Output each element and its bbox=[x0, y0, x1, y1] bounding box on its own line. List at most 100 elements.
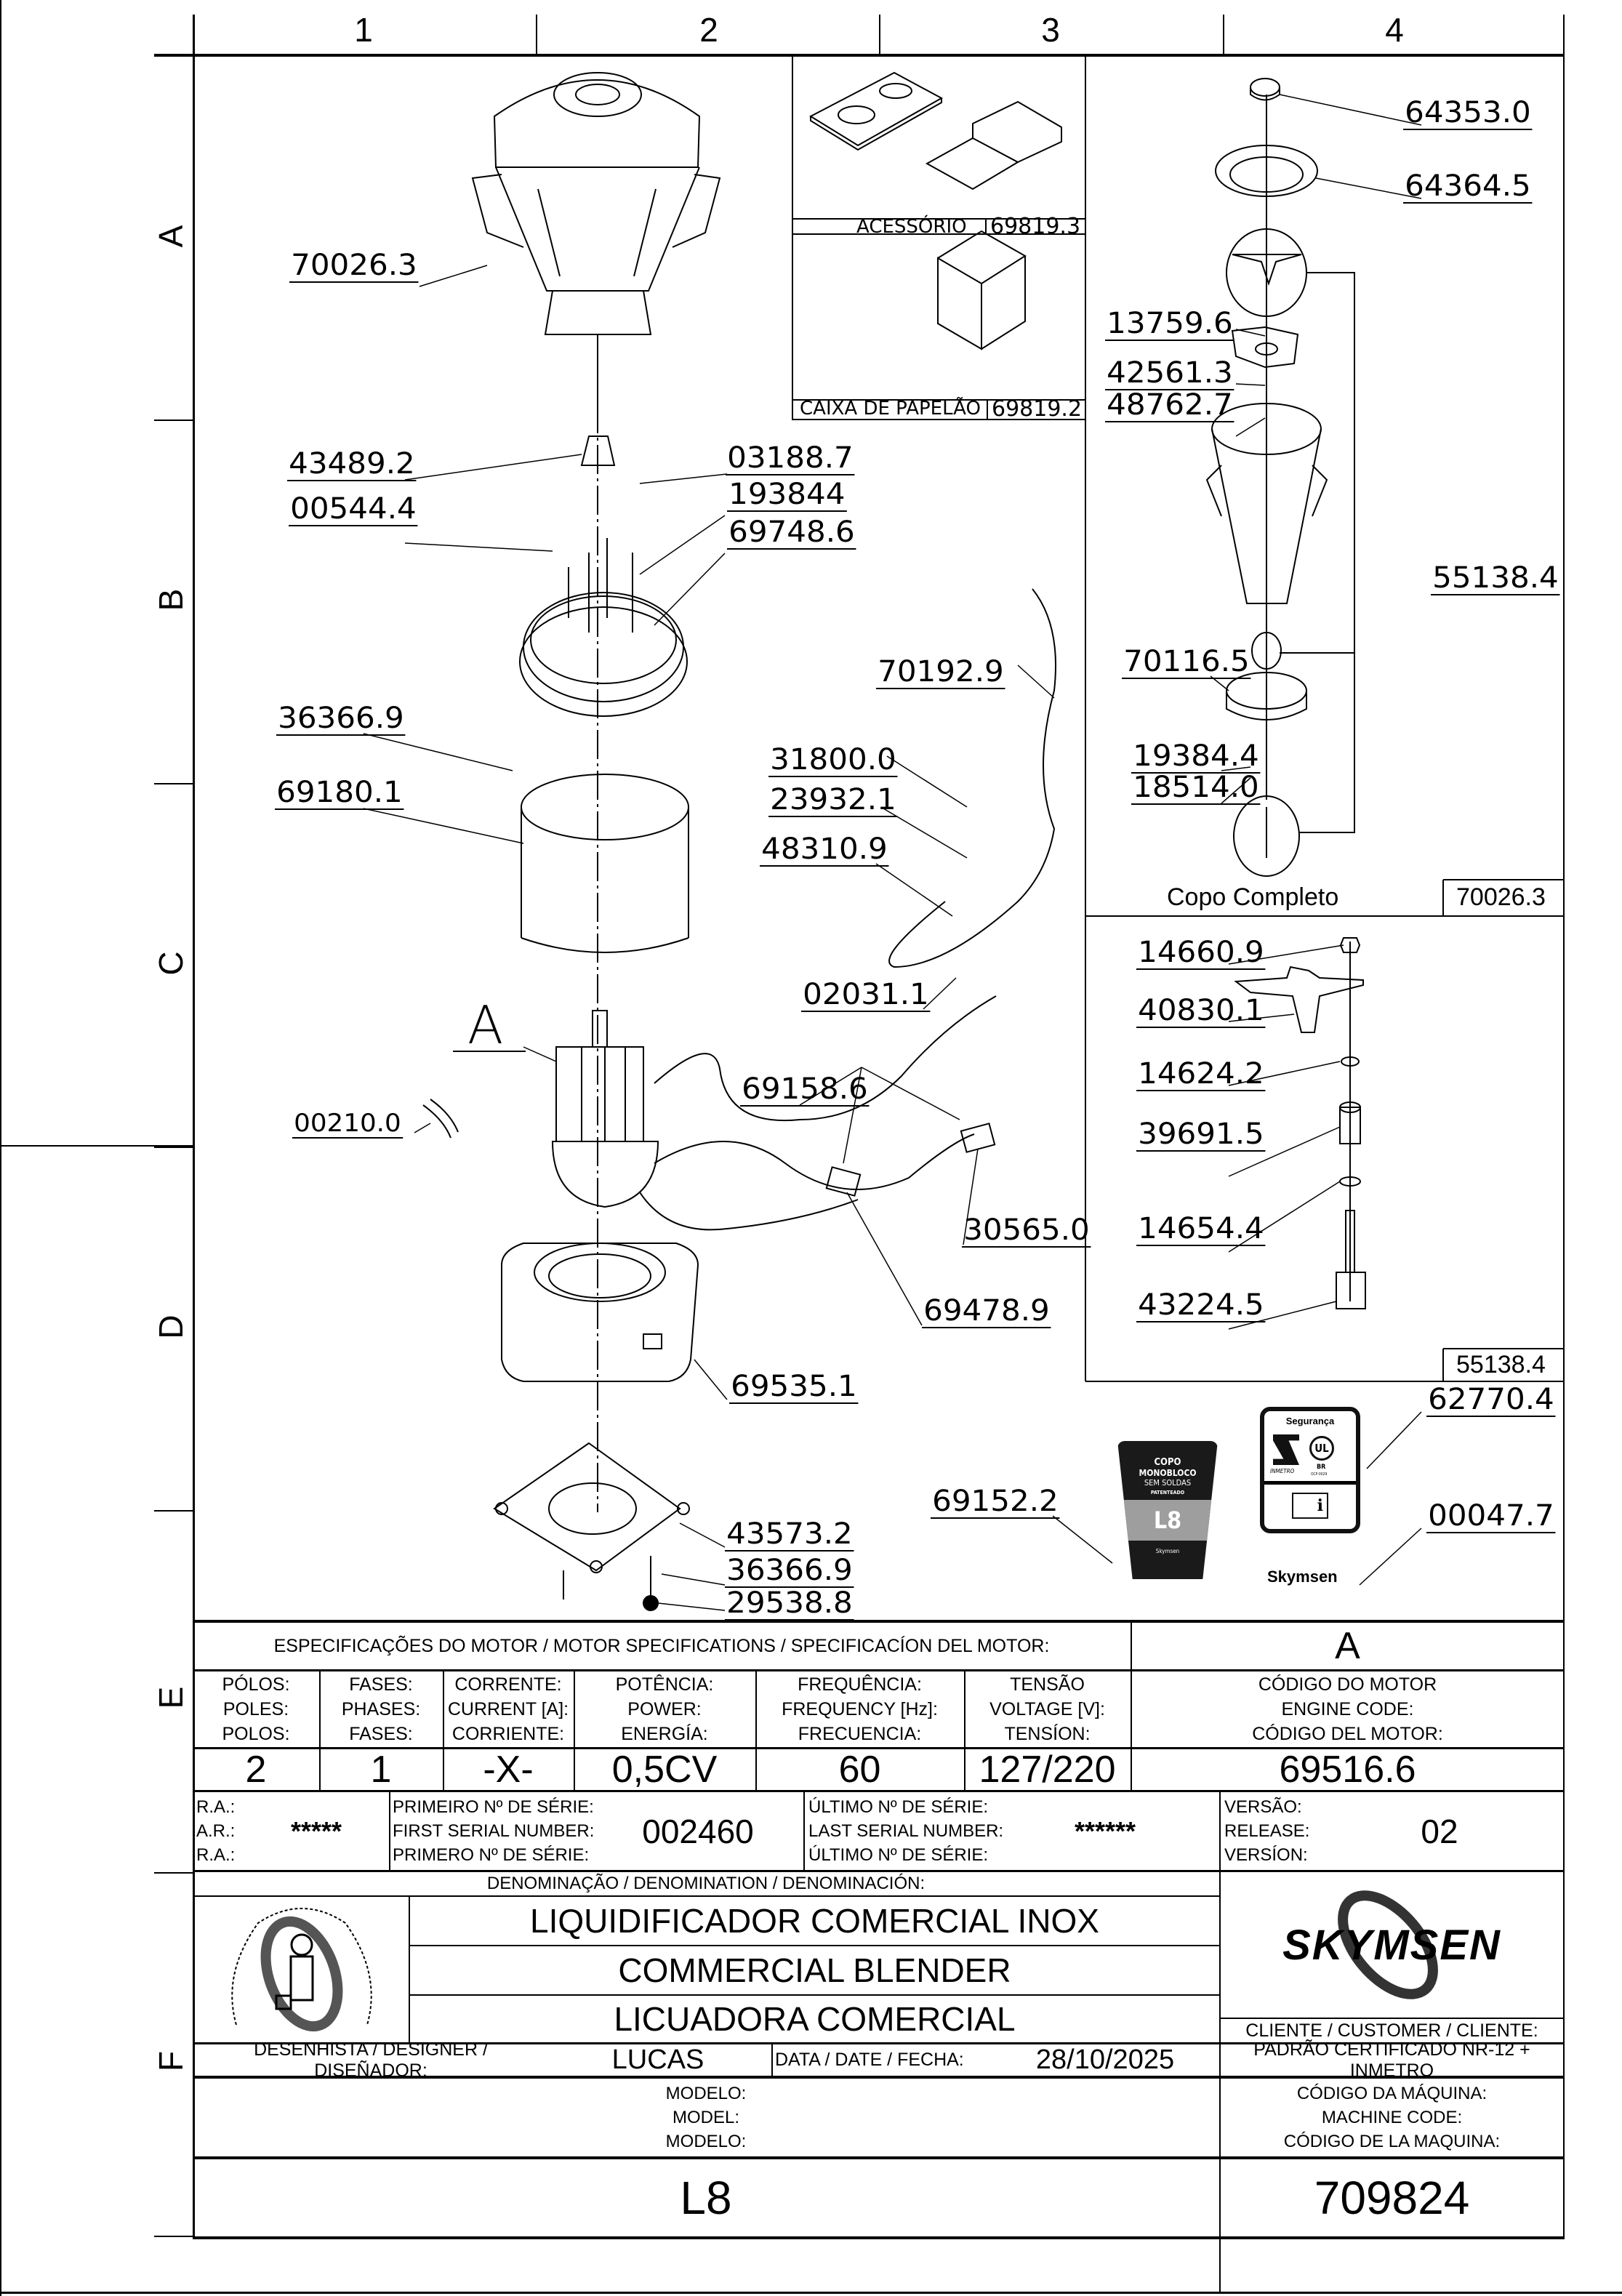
part-number-label: 48762.7 bbox=[1105, 390, 1234, 422]
ra-value: ***** bbox=[290, 1815, 342, 1846]
customer-value: PADRÃO CERTIFICADO NR-12 + INMETRO bbox=[1253, 2039, 1530, 2081]
part-number-label: 14660.9 bbox=[1136, 938, 1266, 970]
part-number-label: 30565.0 bbox=[962, 1216, 1091, 1248]
sheet-bottom-border bbox=[0, 2292, 1622, 2294]
part-number-label: 48310.9 bbox=[760, 835, 889, 867]
spec-value-power: 0,5CV bbox=[611, 1749, 718, 1791]
part-number-label: 18514.0 bbox=[1131, 773, 1261, 805]
denomination-title: DENOMINAÇÃO / DENOMINATION / DENOMINACIÓ… bbox=[486, 1874, 926, 1893]
jar-drawing bbox=[471, 72, 721, 335]
model-value: L8 bbox=[680, 2172, 732, 2224]
col-divider bbox=[1223, 15, 1224, 55]
tb-hline bbox=[193, 1747, 1565, 1749]
part-number-label: 69180.1 bbox=[275, 778, 404, 810]
part-number-label: 00544.4 bbox=[289, 494, 418, 526]
tb-vline bbox=[964, 1671, 965, 1790]
spec-value-frequency: 60 bbox=[838, 1749, 881, 1791]
inmetro-text: INMETRO bbox=[1270, 1468, 1295, 1474]
cup-label-line: Skymsen bbox=[1155, 1548, 1180, 1554]
safety-label-artwork: Segurança INMETRO UL BR OCP-0029 i bbox=[1260, 1407, 1360, 1533]
part-number-label: 23932.1 bbox=[768, 785, 898, 817]
base-drawing bbox=[501, 1243, 699, 1382]
ul-icon: UL bbox=[1309, 1436, 1334, 1461]
tb-vline bbox=[389, 1792, 390, 1870]
model-labels: MODELO:MODEL:MODELO: bbox=[665, 2084, 747, 2151]
wire-drawing bbox=[654, 995, 997, 1122]
part-number-label: 62770.4 bbox=[1426, 1385, 1556, 1417]
wire-drawing bbox=[639, 1192, 859, 1231]
cup-label-line: SEM SOLDAS bbox=[1144, 1478, 1192, 1488]
last-serial-value: ****** bbox=[1074, 1815, 1136, 1846]
part-number-label: 02031.1 bbox=[801, 980, 931, 1012]
power-cord-drawing bbox=[888, 588, 1056, 968]
part-number-label: 64353.0 bbox=[1403, 98, 1533, 130]
part-number-label: 29538.8 bbox=[725, 1589, 854, 1621]
denomination-en: COMMERCIAL BLENDER bbox=[618, 1951, 1011, 1989]
title-block-bottom bbox=[193, 2236, 1565, 2239]
tb-hline bbox=[193, 1895, 1219, 1897]
part-number-label: 39691.5 bbox=[1136, 1120, 1266, 1152]
tb-vline bbox=[574, 1671, 575, 1790]
part-number-label: 00047.7 bbox=[1426, 1501, 1556, 1533]
blade-detail-panel bbox=[1234, 937, 1366, 1309]
part-number-label: 43573.2 bbox=[725, 1520, 854, 1552]
cardboard-box-caption: CAIXA DE PAPELÃO bbox=[800, 398, 981, 420]
part-number-label: 14654.4 bbox=[1136, 1214, 1266, 1246]
spec-value-engine-code: 69516.6 bbox=[1279, 1749, 1416, 1791]
grid-column-label: 3 bbox=[1041, 11, 1060, 49]
tb-hline bbox=[193, 1870, 1565, 1872]
cup-label-line: PATENTEADO bbox=[1150, 1490, 1185, 1496]
complete-jar-caption: Copo Completo bbox=[1167, 883, 1339, 911]
first-serial-labels: PRIMEIRO Nº DE SÉRIE:FIRST SERIAL NUMBER… bbox=[393, 1797, 595, 1865]
part-number-label: 43489.2 bbox=[287, 449, 417, 481]
tb-hline bbox=[193, 2042, 1565, 2044]
safety-label-divider bbox=[1264, 1481, 1356, 1485]
clamp-drawing bbox=[422, 1099, 459, 1139]
part-number-label: 70026.3 bbox=[289, 251, 419, 283]
denomination-es: LICUADORA COMERCIAL bbox=[614, 2000, 1016, 2038]
motor-spec-title: ESPECIFICAÇÕES DO MOTOR / MOTOR SPECIFIC… bbox=[273, 1635, 1050, 1656]
grid-column-label: 1 bbox=[354, 11, 373, 49]
tb-hline bbox=[410, 1994, 1219, 1996]
ocp-text: OCP-0029 bbox=[1311, 1472, 1328, 1477]
part-number-label: 36366.9 bbox=[725, 1556, 854, 1588]
skymsen-logo-sticker: Skymsen bbox=[1267, 1568, 1338, 1586]
tb-hline bbox=[193, 1669, 1565, 1671]
designer-label: DESENHISTA / DESIGNER / DISEÑADOR: bbox=[254, 2039, 488, 2081]
coupling-drawing bbox=[580, 435, 616, 466]
motor-drawing bbox=[551, 1010, 659, 1208]
part-number-label: 69478.9 bbox=[922, 1296, 1051, 1328]
upper-housing-drawing bbox=[519, 538, 688, 717]
jar-detail-panel bbox=[1085, 56, 1563, 1382]
spec-header-poles: PÓLOS:POLES:POLOS: bbox=[222, 1674, 290, 1744]
cup-label-model-band: L8 bbox=[1117, 1500, 1218, 1541]
part-number-label: 42561.3 bbox=[1105, 358, 1234, 390]
last-serial-labels: ÚLTIMO Nº DE SÉRIE:LAST SERIAL NUMBER:ÚL… bbox=[808, 1797, 1004, 1865]
wire-drawing bbox=[654, 1133, 975, 1190]
ra-labels: R.A.:A.R.:R.A.: bbox=[196, 1797, 236, 1865]
tb-vline bbox=[409, 1897, 410, 2042]
part-number-label: 70116.5 bbox=[1122, 647, 1251, 679]
tb-vline bbox=[443, 1671, 444, 1790]
brand-name: SKYMSEN bbox=[1282, 1921, 1501, 1969]
part-number-label: 69535.1 bbox=[729, 1372, 859, 1404]
version-value: 02 bbox=[1421, 1812, 1458, 1850]
denomination-pt: LIQUIDIFICADOR COMERCIAL INOX bbox=[530, 1902, 1099, 1940]
tb-hline bbox=[193, 1790, 1565, 1792]
col-divider bbox=[536, 15, 537, 55]
left-margin-divider bbox=[0, 1145, 193, 1147]
spec-header-frequency: FREQUÊNCIA:FREQUENCY [Hz]:FRECUENCIA: bbox=[782, 1674, 938, 1744]
sheet-left-border bbox=[0, 0, 1, 2296]
row-divider bbox=[154, 1147, 193, 1148]
cardboard-box-code: 69819.2 bbox=[992, 396, 1083, 422]
shell-drawing bbox=[521, 774, 689, 953]
part-number-label: 55138.4 bbox=[1431, 563, 1560, 595]
cup-label-line: COPO bbox=[1154, 1457, 1181, 1468]
skymsen-brand-logo: SKYMSEN bbox=[1221, 1872, 1563, 2018]
row-divider bbox=[154, 420, 193, 421]
motor-ref-letter: A bbox=[1335, 1625, 1360, 1667]
tb-hline bbox=[193, 2076, 1565, 2079]
